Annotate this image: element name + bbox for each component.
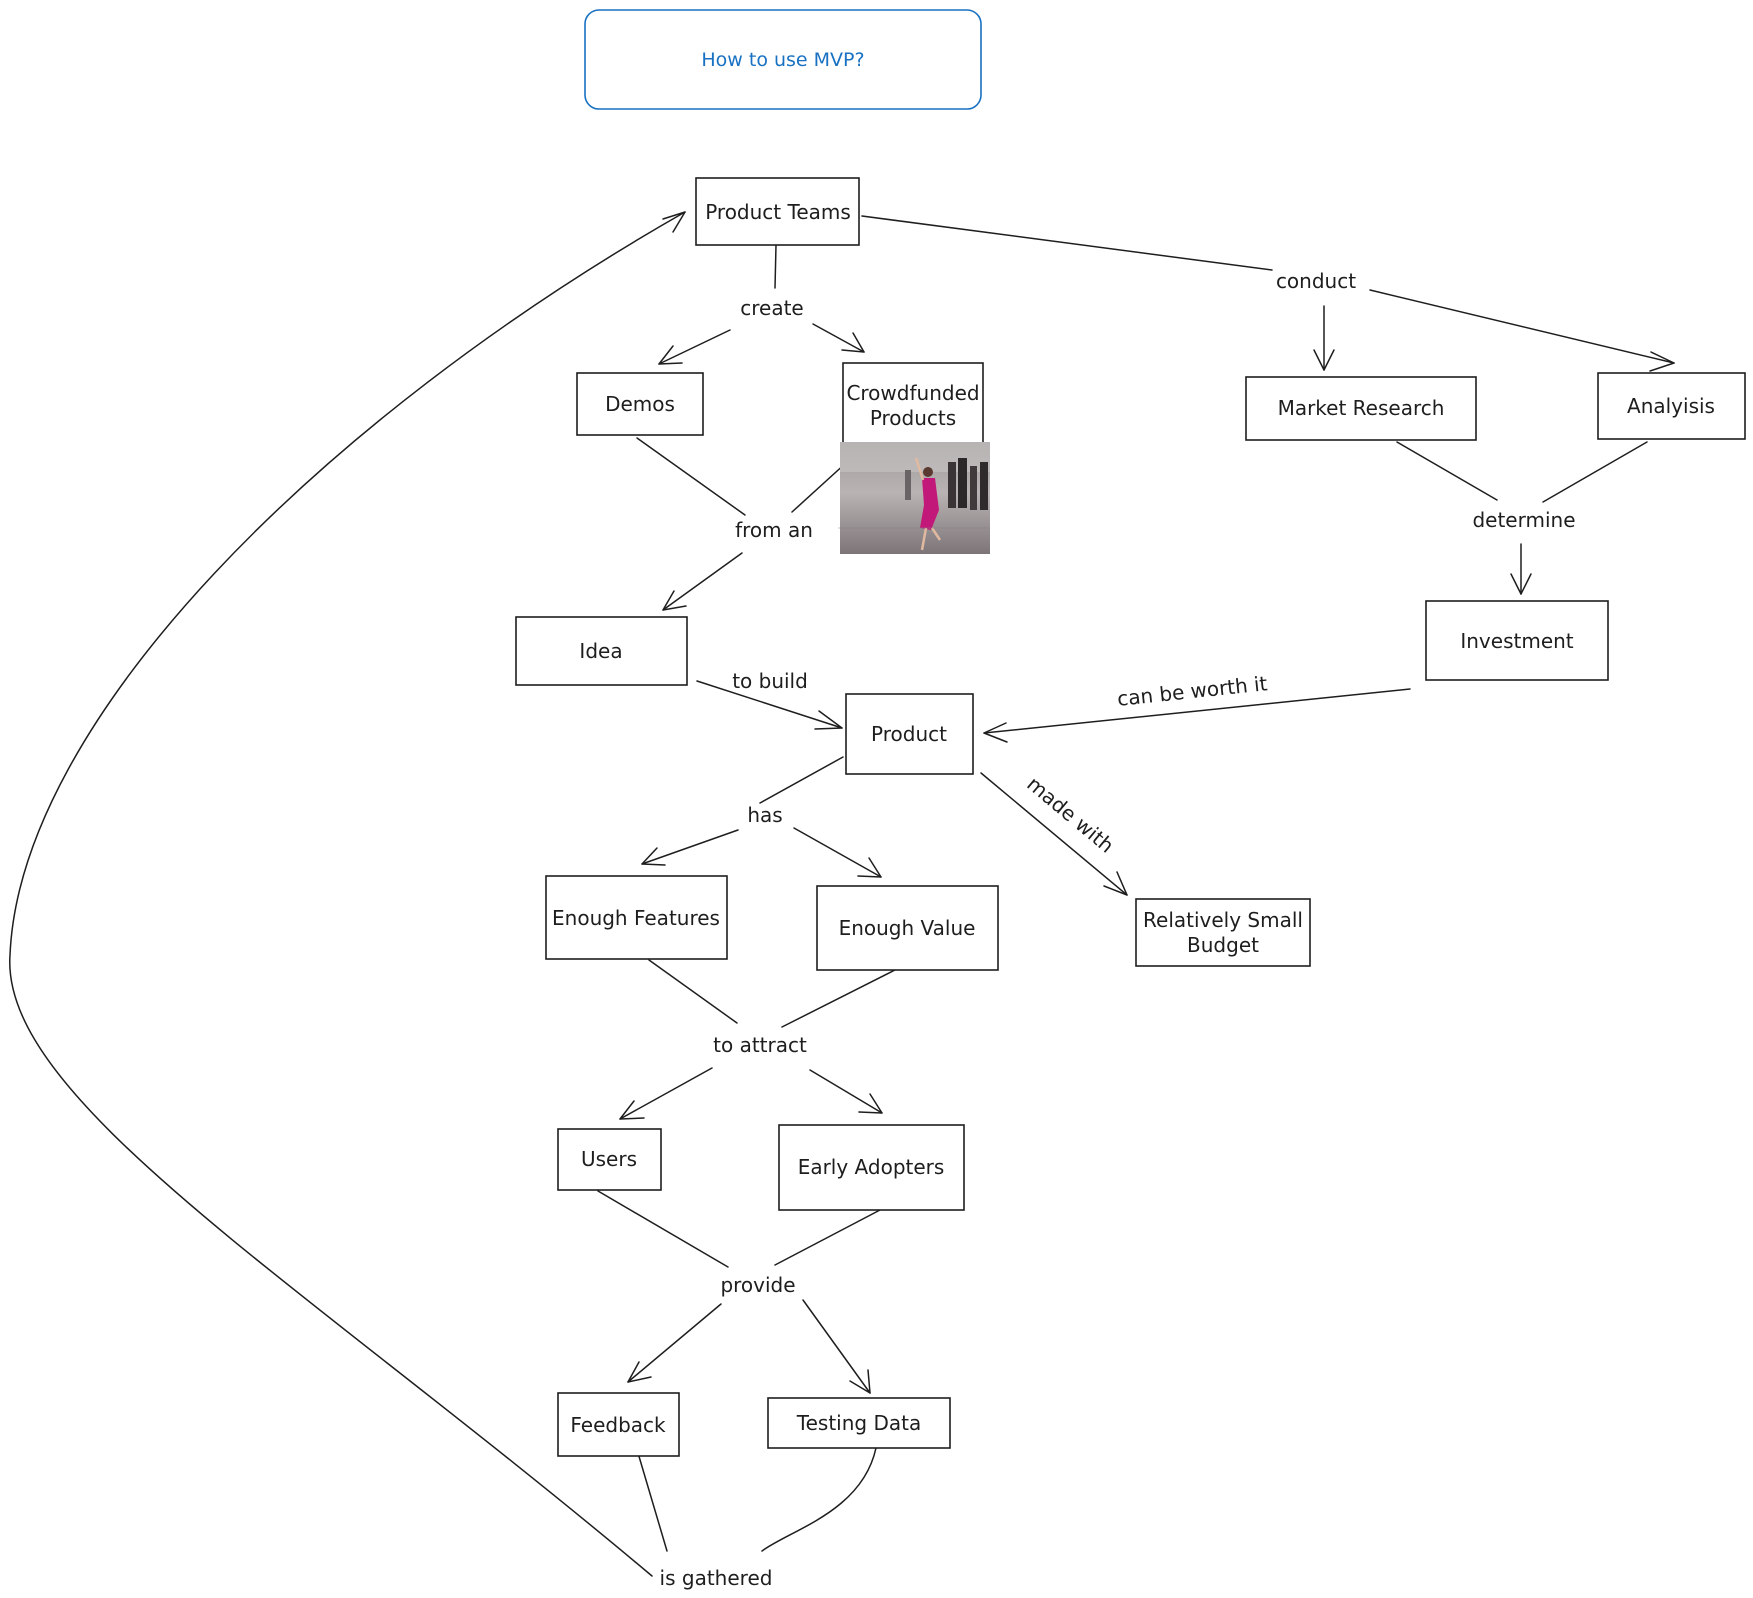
edge-label-determine: determine — [1472, 508, 1575, 532]
node-feedback[interactable]: Feedback — [557, 1392, 680, 1457]
node-idea[interactable]: Idea — [515, 616, 688, 686]
node-label: Early Adopters — [798, 1155, 945, 1179]
arrowhead-teams — [662, 211, 686, 233]
node-label: Enough Value — [839, 916, 976, 940]
node-label: Product Teams — [705, 200, 851, 224]
title-box: How to use MVP? — [584, 9, 982, 110]
edge-label-has: has — [747, 803, 782, 827]
edge-has-features — [641, 829, 739, 865]
edge-attract-adopters — [809, 1069, 883, 1114]
arrowhead-users — [619, 1100, 645, 1120]
node-label: Testing Data — [796, 1411, 921, 1435]
node-label-line2: Products — [870, 406, 956, 430]
node-label: Idea — [579, 639, 622, 663]
arrowhead-value — [857, 857, 882, 878]
node-label: Analyisis — [1627, 394, 1715, 418]
edge-label-made-with: made with — [1022, 772, 1118, 858]
edge-label-from-an: from an — [735, 518, 813, 542]
node-analysis[interactable]: Analyisis — [1597, 372, 1746, 440]
edge-label-to-build: to build — [732, 669, 808, 693]
arrowhead-idea — [662, 590, 687, 611]
node-market-research[interactable]: Market Research — [1245, 376, 1477, 441]
node-product-teams[interactable]: Product Teams — [695, 177, 860, 246]
diagram-title: How to use MVP? — [701, 49, 864, 71]
edge-label-to-attract: to attract — [713, 1033, 807, 1057]
node-label-line2: Budget — [1187, 933, 1259, 957]
edge-product-budget — [980, 772, 1128, 896]
node-label-line1: Relatively Small — [1143, 908, 1303, 932]
edge-adopters-provide — [774, 1209, 881, 1266]
edge-feedback-gathered — [637, 1452, 668, 1552]
node-label: Investment — [1460, 629, 1573, 653]
arrowhead-market — [1313, 349, 1335, 371]
edge-demos-froman — [636, 437, 746, 516]
node-users[interactable]: Users — [557, 1128, 662, 1191]
edge-has-value — [793, 827, 882, 878]
edge-create-crowdfunded — [812, 323, 865, 353]
node-relatively-small-budget[interactable]: Relatively Small Budget — [1135, 898, 1311, 967]
edge-users-provide — [597, 1190, 729, 1268]
edge-label-conduct: conduct — [1276, 269, 1356, 293]
node-crowdfunded-products[interactable]: Crowdfunded Products — [842, 362, 984, 444]
node-label: Market Research — [1278, 396, 1445, 420]
edge-label-create: create — [740, 296, 804, 320]
node-label: Demos — [605, 392, 675, 416]
edge-teams-conduct — [861, 215, 1273, 271]
arrowhead-product-from-idea — [814, 710, 843, 730]
arrowhead-analysis — [1649, 351, 1675, 372]
node-label: Users — [581, 1147, 637, 1171]
edge-idea-product — [696, 680, 843, 729]
arrowhead-budget — [1103, 871, 1128, 896]
edge-label-is-gathered: is gathered — [660, 1566, 773, 1590]
edge-provide-feedback — [627, 1303, 722, 1383]
edge-froman-idea — [662, 552, 743, 611]
edge-label-can-be-worth-it: can be worth it — [1116, 671, 1269, 711]
node-product[interactable]: Product — [845, 693, 974, 775]
node-enough-value[interactable]: Enough Value — [816, 885, 999, 971]
edge-conduct-analysis — [1369, 289, 1675, 364]
edge-product-has — [759, 756, 844, 804]
node-label-line1: Crowdfunded — [846, 381, 979, 405]
node-enough-features[interactable]: Enough Features — [545, 875, 728, 960]
node-investment[interactable]: Investment — [1425, 600, 1609, 681]
edge-label-provide: provide — [720, 1273, 795, 1297]
arrowhead-crowdfunded — [841, 332, 865, 353]
edge-investment-product — [983, 688, 1411, 734]
node-label: Feedback — [570, 1413, 666, 1437]
arrowhead-product-from-investment — [983, 722, 1008, 743]
edge-teams-create — [774, 244, 777, 289]
edge-analysis-determine — [1542, 441, 1648, 503]
woman-in-pink-dress-photo — [838, 442, 990, 554]
edge-market-determine — [1396, 441, 1498, 501]
edge-testing-gathered — [761, 1447, 877, 1552]
arrowhead-testing — [849, 1369, 871, 1394]
node-demos[interactable]: Demos — [576, 372, 704, 436]
arrowhead-investment — [1510, 573, 1532, 595]
node-label: Enough Features — [552, 906, 720, 930]
arrowhead-feedback — [627, 1361, 652, 1383]
edges — [9, 211, 1675, 1577]
edge-value-attract — [781, 969, 896, 1028]
node-label: Product — [871, 722, 947, 746]
node-early-adopters[interactable]: Early Adopters — [778, 1124, 965, 1211]
arrowhead-adopters — [858, 1093, 883, 1114]
edge-attract-users — [619, 1067, 713, 1120]
edge-features-attract — [648, 959, 738, 1024]
arrowhead-demos — [658, 345, 683, 365]
edge-provide-testing — [802, 1299, 871, 1394]
edge-gathered-teams-loop — [9, 211, 686, 1577]
arrowhead-features — [641, 847, 666, 866]
node-testing-data[interactable]: Testing Data — [767, 1397, 951, 1449]
edge-create-demos — [658, 329, 731, 365]
